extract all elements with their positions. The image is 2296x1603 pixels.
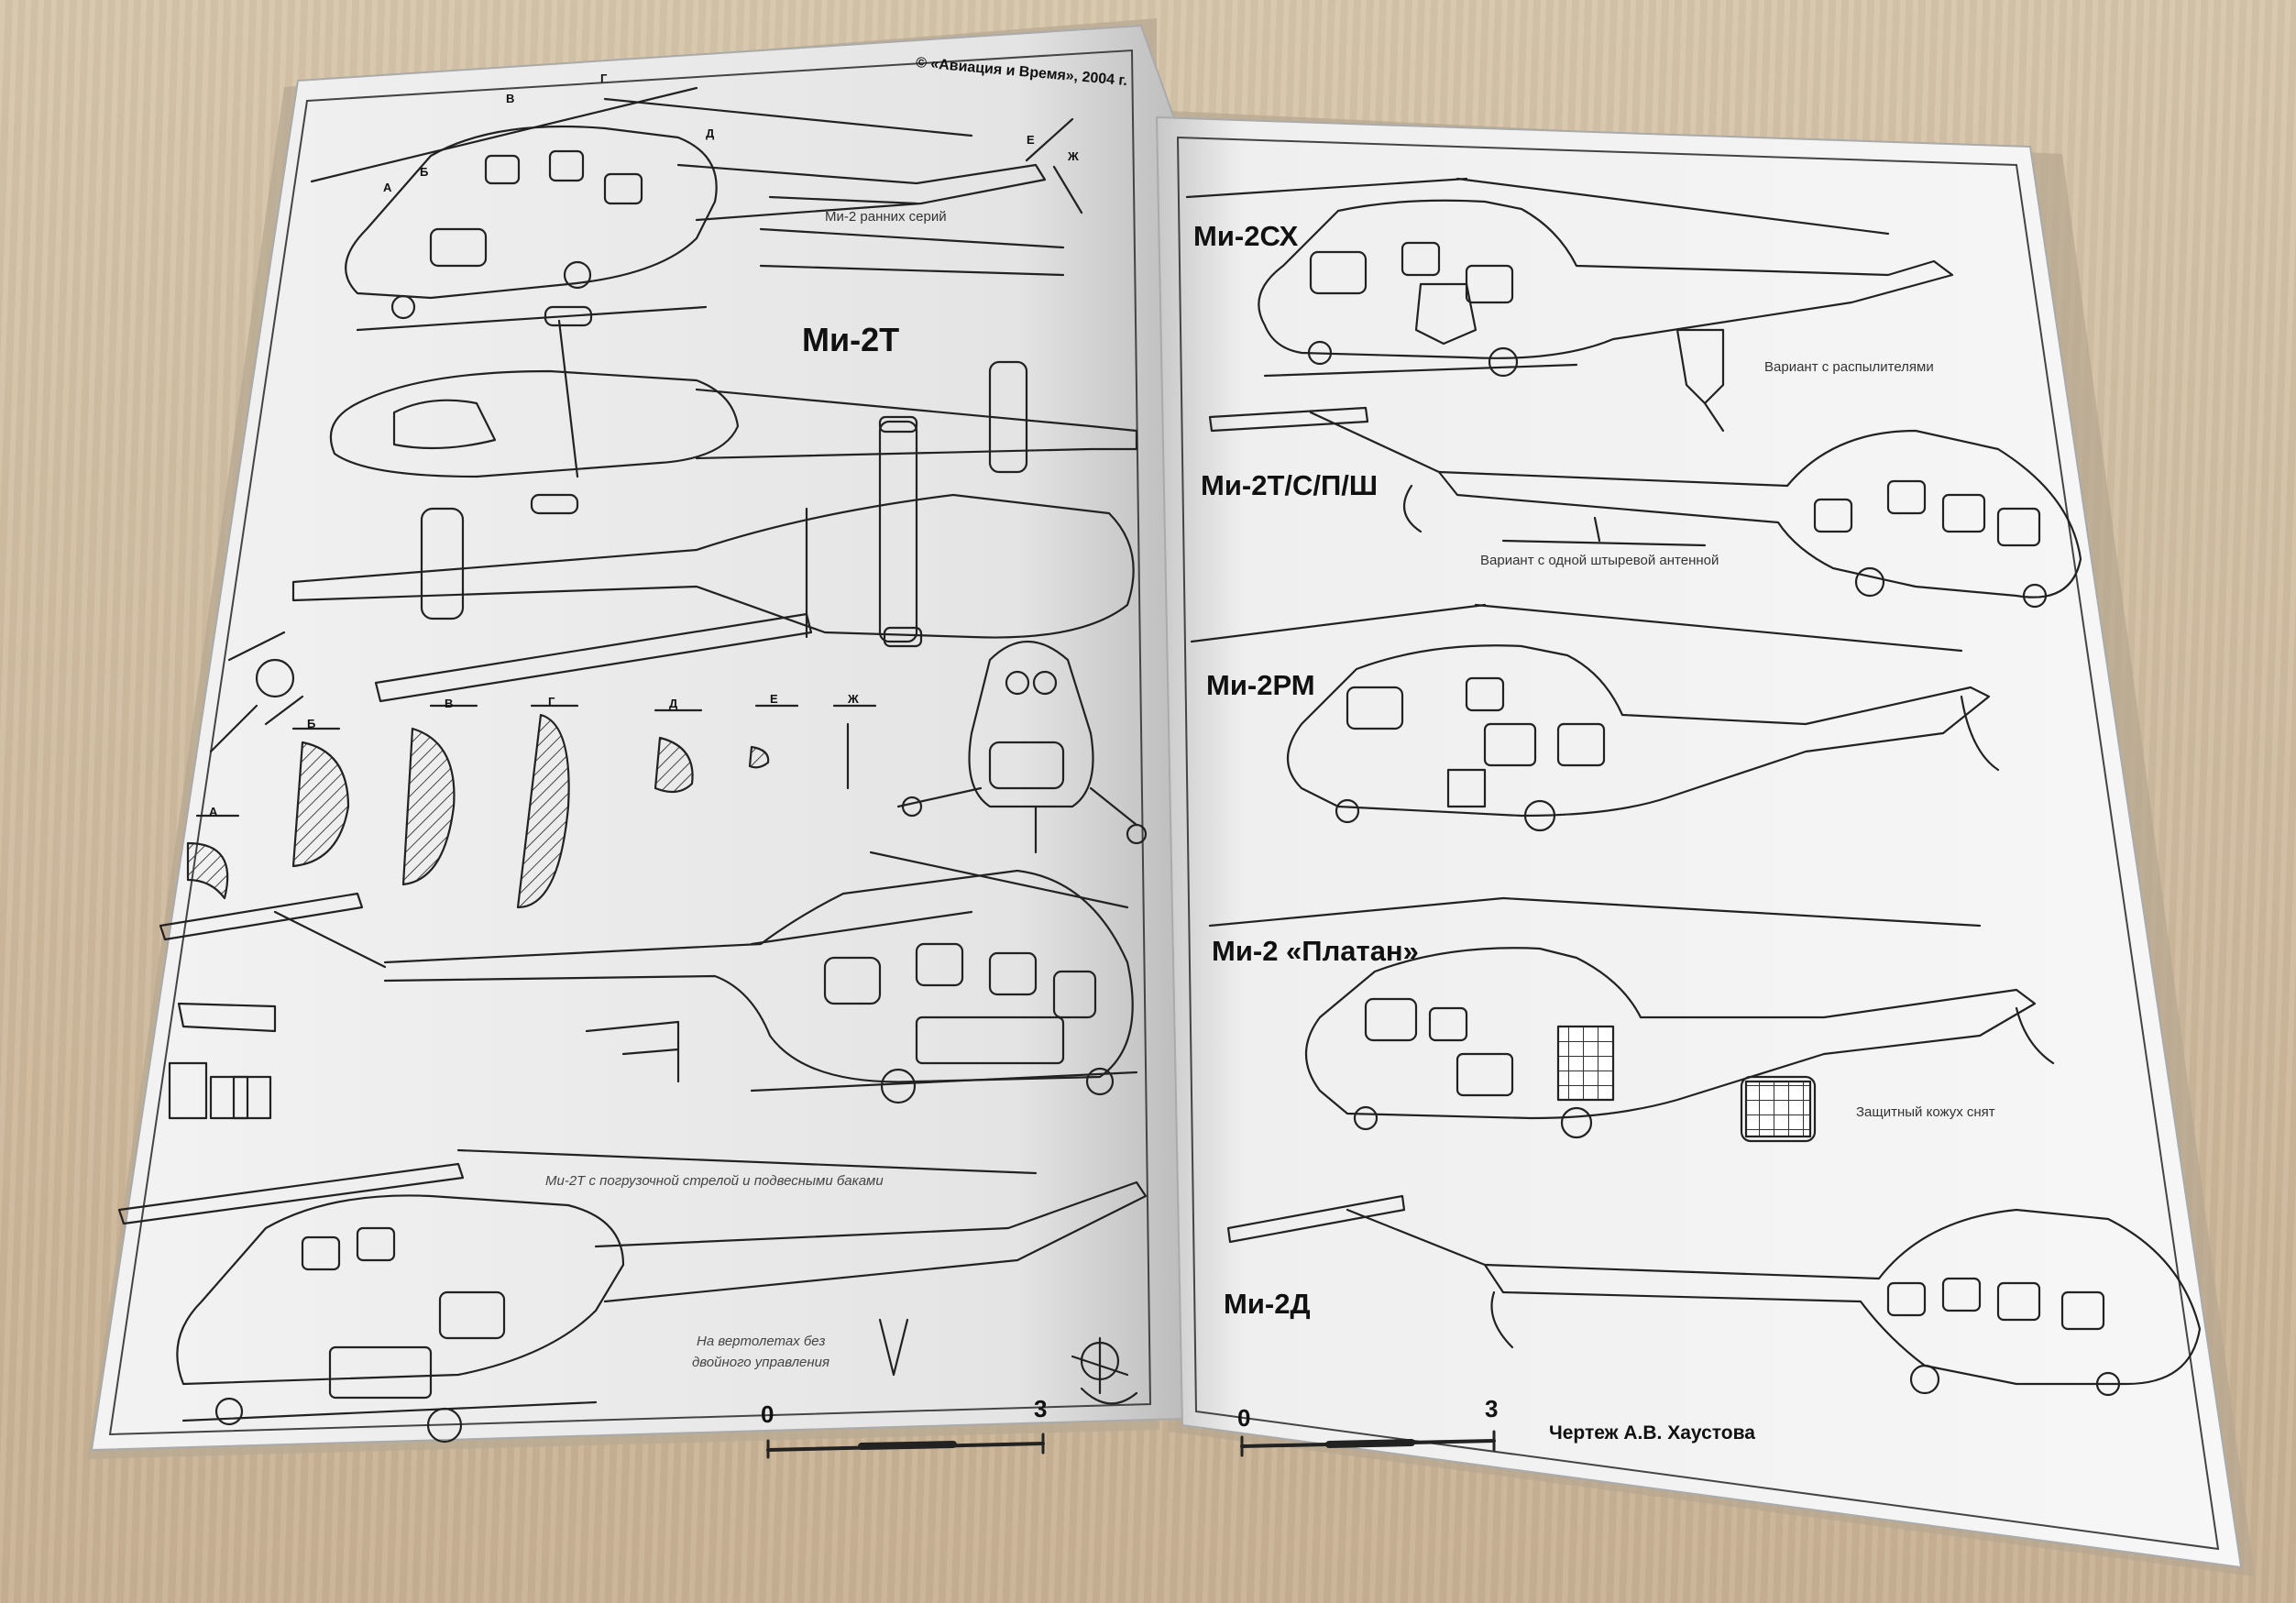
section-letter-top-a: А	[383, 181, 392, 194]
left-page-title: Ми-2Т	[802, 321, 900, 358]
model-label-mi2t-s-p-sh: Ми-2Т/С/П/Ш	[1201, 469, 1379, 501]
section-letter-top-e: Е	[1027, 133, 1035, 147]
section-letter-cut-a: А	[209, 805, 218, 818]
caption-sprayers: Вариант с распылителями	[1764, 359, 1934, 375]
section-letter-top-d: Д	[706, 126, 715, 140]
section-letter-top-g: Г	[600, 71, 608, 85]
section-letter-cut-e: Е	[770, 692, 778, 706]
drawing-credit: Чертеж А.В. Хаустова	[1549, 1422, 1755, 1444]
right-scale-start: 0	[1237, 1404, 1251, 1432]
model-label-mi2rm: Ми-2РМ	[1206, 669, 1315, 701]
model-label-mi2-platan: Ми-2 «Платан»	[1212, 935, 1419, 967]
left-page	[90, 24, 1184, 1452]
section-letter-top-b: Б	[420, 165, 429, 179]
section-letter-cut-d: Д	[669, 697, 678, 710]
left-scale-end: 3	[1034, 1395, 1048, 1422]
right-page	[1155, 115, 2243, 1569]
caption-early-series: Ми-2 ранних серий	[825, 209, 947, 225]
right-scale-end: 3	[1485, 1395, 1499, 1422]
model-label-mi2sx: Ми-2СХ	[1193, 220, 1299, 252]
section-letter-cut-v: В	[445, 697, 454, 710]
left-scale-start: 0	[761, 1400, 774, 1428]
section-letter-cut-b: Б	[307, 717, 316, 730]
caption-cover-removed: Защитный кожух снят	[1856, 1104, 1995, 1120]
section-letter-top-zh: Ж	[1068, 149, 1079, 163]
caption-loading-boom: Ми-2Т с погрузочной стрелой и подвесными…	[545, 1173, 884, 1189]
caption-no-dual-control-1: На вертолетах без	[697, 1334, 826, 1349]
section-letter-cut-zh: Ж	[848, 692, 859, 706]
section-letter-top-v: В	[506, 92, 515, 105]
model-label-mi2d: Ми-2Д	[1224, 1288, 1311, 1320]
caption-no-dual-control-2: двойного управления	[692, 1355, 829, 1370]
caption-antenna: Вариант с одной штыревой антенной	[1480, 553, 1719, 568]
section-letter-cut-g: Г	[548, 695, 555, 708]
